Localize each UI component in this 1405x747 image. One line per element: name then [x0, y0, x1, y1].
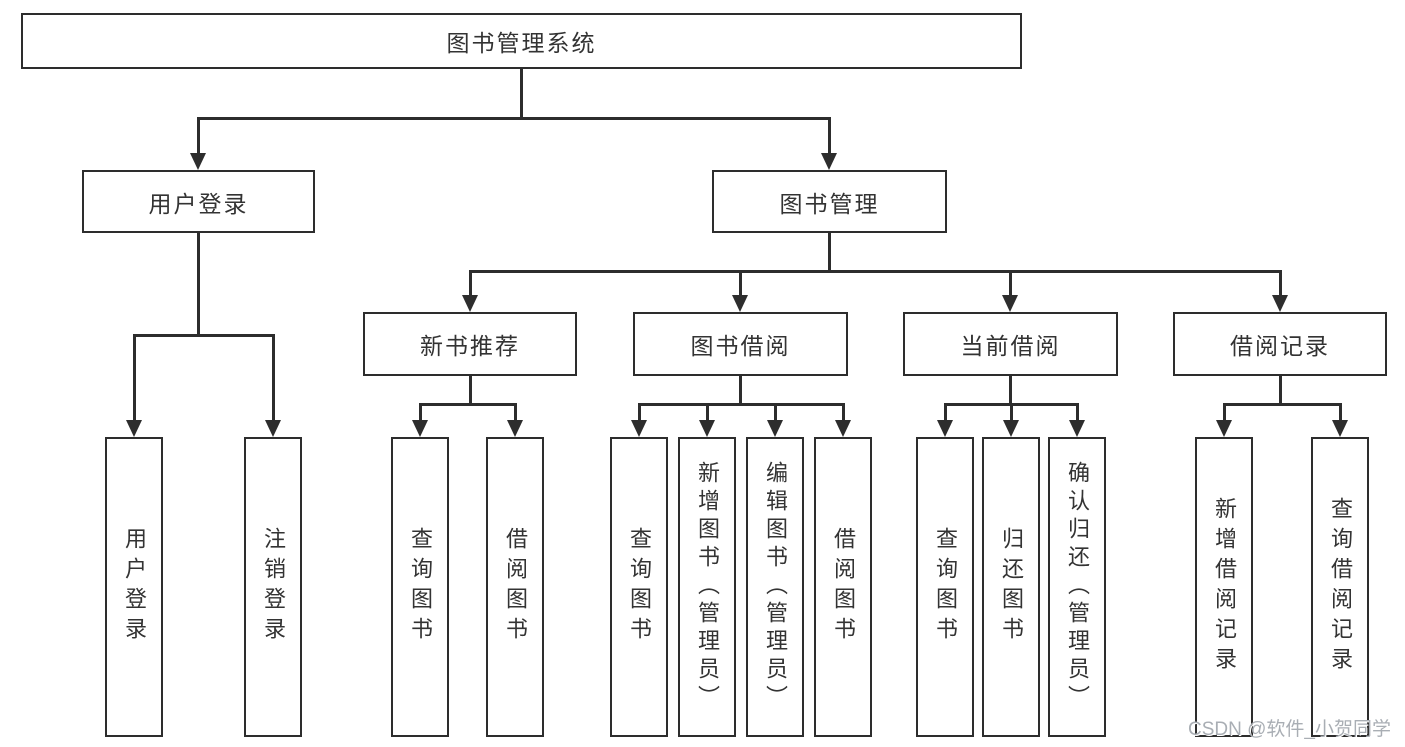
leaf-logout-label: 注销登录 [261, 527, 286, 647]
leaf-g2-borrow-book-label: 借阅图书 [831, 527, 856, 647]
arrowhead-g3c2 [1003, 420, 1019, 437]
connector-group3-stem [1009, 376, 1012, 406]
node-root: 图书管理系统 [21, 13, 1022, 69]
node-user-login-branch: 用户登录 [82, 170, 315, 233]
leaf-g3-return-book: 归还图书 [982, 437, 1040, 737]
connector-root-stem [520, 69, 523, 118]
node-current-borrow-group: 当前借阅 [903, 312, 1118, 376]
node-current-borrow-group-label: 当前借阅 [960, 333, 1061, 359]
connector-drop-g2c3 [774, 403, 777, 422]
leaf-g1-query-book-label: 查询图书 [408, 527, 433, 647]
connector-drop-g3c2 [1010, 403, 1013, 422]
connector-group1-bar [419, 403, 516, 406]
connector-group2-stem [739, 376, 742, 406]
connector-book-bar [469, 270, 1281, 273]
connector-book-stem [828, 233, 831, 272]
node-new-book-group: 新书推荐 [363, 312, 577, 376]
arrowhead-group-1 [462, 295, 478, 312]
leaf-g2-add-book-admin: 新增图书（管理员） [678, 437, 736, 737]
connector-drop-g3c3 [1076, 403, 1079, 422]
connector-drop-book [828, 117, 831, 155]
leaf-g4-query-borrow-record-label: 查询借阅记录 [1328, 497, 1353, 677]
arrowhead-g1c2 [507, 420, 523, 437]
connector-drop-g2c4 [842, 403, 845, 422]
arrowhead-g4c2 [1332, 420, 1348, 437]
arrowhead-g2c1 [631, 420, 647, 437]
leaf-g2-query-book: 查询图书 [610, 437, 668, 737]
arrowhead-group-3 [1002, 295, 1018, 312]
leaf-g1-borrow-book-label: 借阅图书 [503, 527, 528, 647]
arrowhead-g4c1 [1216, 420, 1232, 437]
leaf-g3-query-book-label: 查询图书 [933, 527, 958, 647]
node-root-label: 图书管理系统 [446, 30, 597, 56]
arrowhead-user [190, 153, 206, 170]
arrowhead-g2c2 [699, 420, 715, 437]
arrowhead-g3c1 [937, 420, 953, 437]
connector-drop-g4c2 [1339, 403, 1342, 422]
arrowhead-user-child-2 [265, 420, 281, 437]
node-book-borrow-group: 图书借阅 [633, 312, 848, 376]
node-user-login-branch-label: 用户登录 [148, 190, 249, 217]
arrowhead-g1c1 [412, 420, 428, 437]
node-borrow-record-group-label: 借阅记录 [1230, 333, 1330, 359]
arrowhead-g2c3 [767, 420, 783, 437]
node-book-borrow-group-label: 图书借阅 [690, 333, 791, 359]
arrowhead-group-4 [1272, 295, 1288, 312]
connector-drop-g2c2 [706, 403, 709, 422]
node-book-mgmt-branch: 图书管理 [712, 170, 947, 233]
leaf-g3-confirm-return-admin-label: 确认归还（管理员） [1065, 461, 1090, 713]
leaf-g2-edit-book-admin-label: 编辑图书（管理员） [763, 461, 788, 713]
connector-user-bar [133, 334, 274, 337]
connector-drop-group-1 [469, 270, 472, 297]
arrowhead-group-2 [732, 295, 748, 312]
csdn-watermark: CSDN @软件_小贺同学 [1188, 719, 1391, 740]
arrowhead-g3c3 [1069, 420, 1085, 437]
connector-drop-group-3 [1009, 270, 1012, 297]
leaf-logout: 注销登录 [244, 437, 302, 737]
leaf-g2-add-book-admin-label: 新增图书（管理员） [695, 461, 720, 713]
leaf-user-login-label: 用户登录 [122, 527, 147, 647]
connector-user-stem [197, 233, 200, 336]
leaf-g2-edit-book-admin: 编辑图书（管理员） [746, 437, 804, 737]
connector-drop-group-4 [1279, 270, 1282, 297]
connector-drop-user-child-1 [133, 334, 136, 422]
connector-group4-stem [1279, 376, 1282, 406]
connector-group4-bar [1223, 403, 1341, 406]
connector-drop-user-child-2 [272, 334, 275, 422]
leaf-g3-query-book: 查询图书 [916, 437, 974, 737]
arrowhead-user-child-1 [126, 420, 142, 437]
connector-group1-stem [469, 376, 472, 406]
leaf-g3-return-book-label: 归还图书 [999, 527, 1024, 647]
node-new-book-group-label: 新书推荐 [420, 333, 520, 359]
connector-drop-group-2 [739, 270, 742, 297]
arrowhead-g2c4 [835, 420, 851, 437]
connector-drop-g4c1 [1223, 403, 1226, 422]
leaf-user-login: 用户登录 [105, 437, 163, 737]
connector-drop-user [197, 117, 200, 155]
connector-root-bar [197, 117, 831, 120]
leaf-g4-add-borrow-record-label: 新增借阅记录 [1212, 497, 1237, 677]
arrowhead-book [821, 153, 837, 170]
leaf-g4-query-borrow-record: 查询借阅记录 [1311, 437, 1369, 737]
leaf-g2-borrow-book: 借阅图书 [814, 437, 872, 737]
connector-drop-g1c1 [419, 403, 422, 422]
leaf-g4-add-borrow-record: 新增借阅记录 [1195, 437, 1253, 737]
connector-drop-g3c1 [944, 403, 947, 422]
leaf-g1-borrow-book: 借阅图书 [486, 437, 544, 737]
node-book-mgmt-branch-label: 图书管理 [779, 190, 880, 217]
leaf-g3-confirm-return-admin: 确认归还（管理员） [1048, 437, 1106, 737]
connector-drop-g1c2 [514, 403, 517, 422]
connector-drop-g2c1 [638, 403, 641, 422]
leaf-g2-query-book-label: 查询图书 [627, 527, 652, 647]
connector-group2-bar [638, 403, 844, 406]
leaf-g1-query-book: 查询图书 [391, 437, 449, 737]
node-borrow-record-group: 借阅记录 [1173, 312, 1387, 376]
